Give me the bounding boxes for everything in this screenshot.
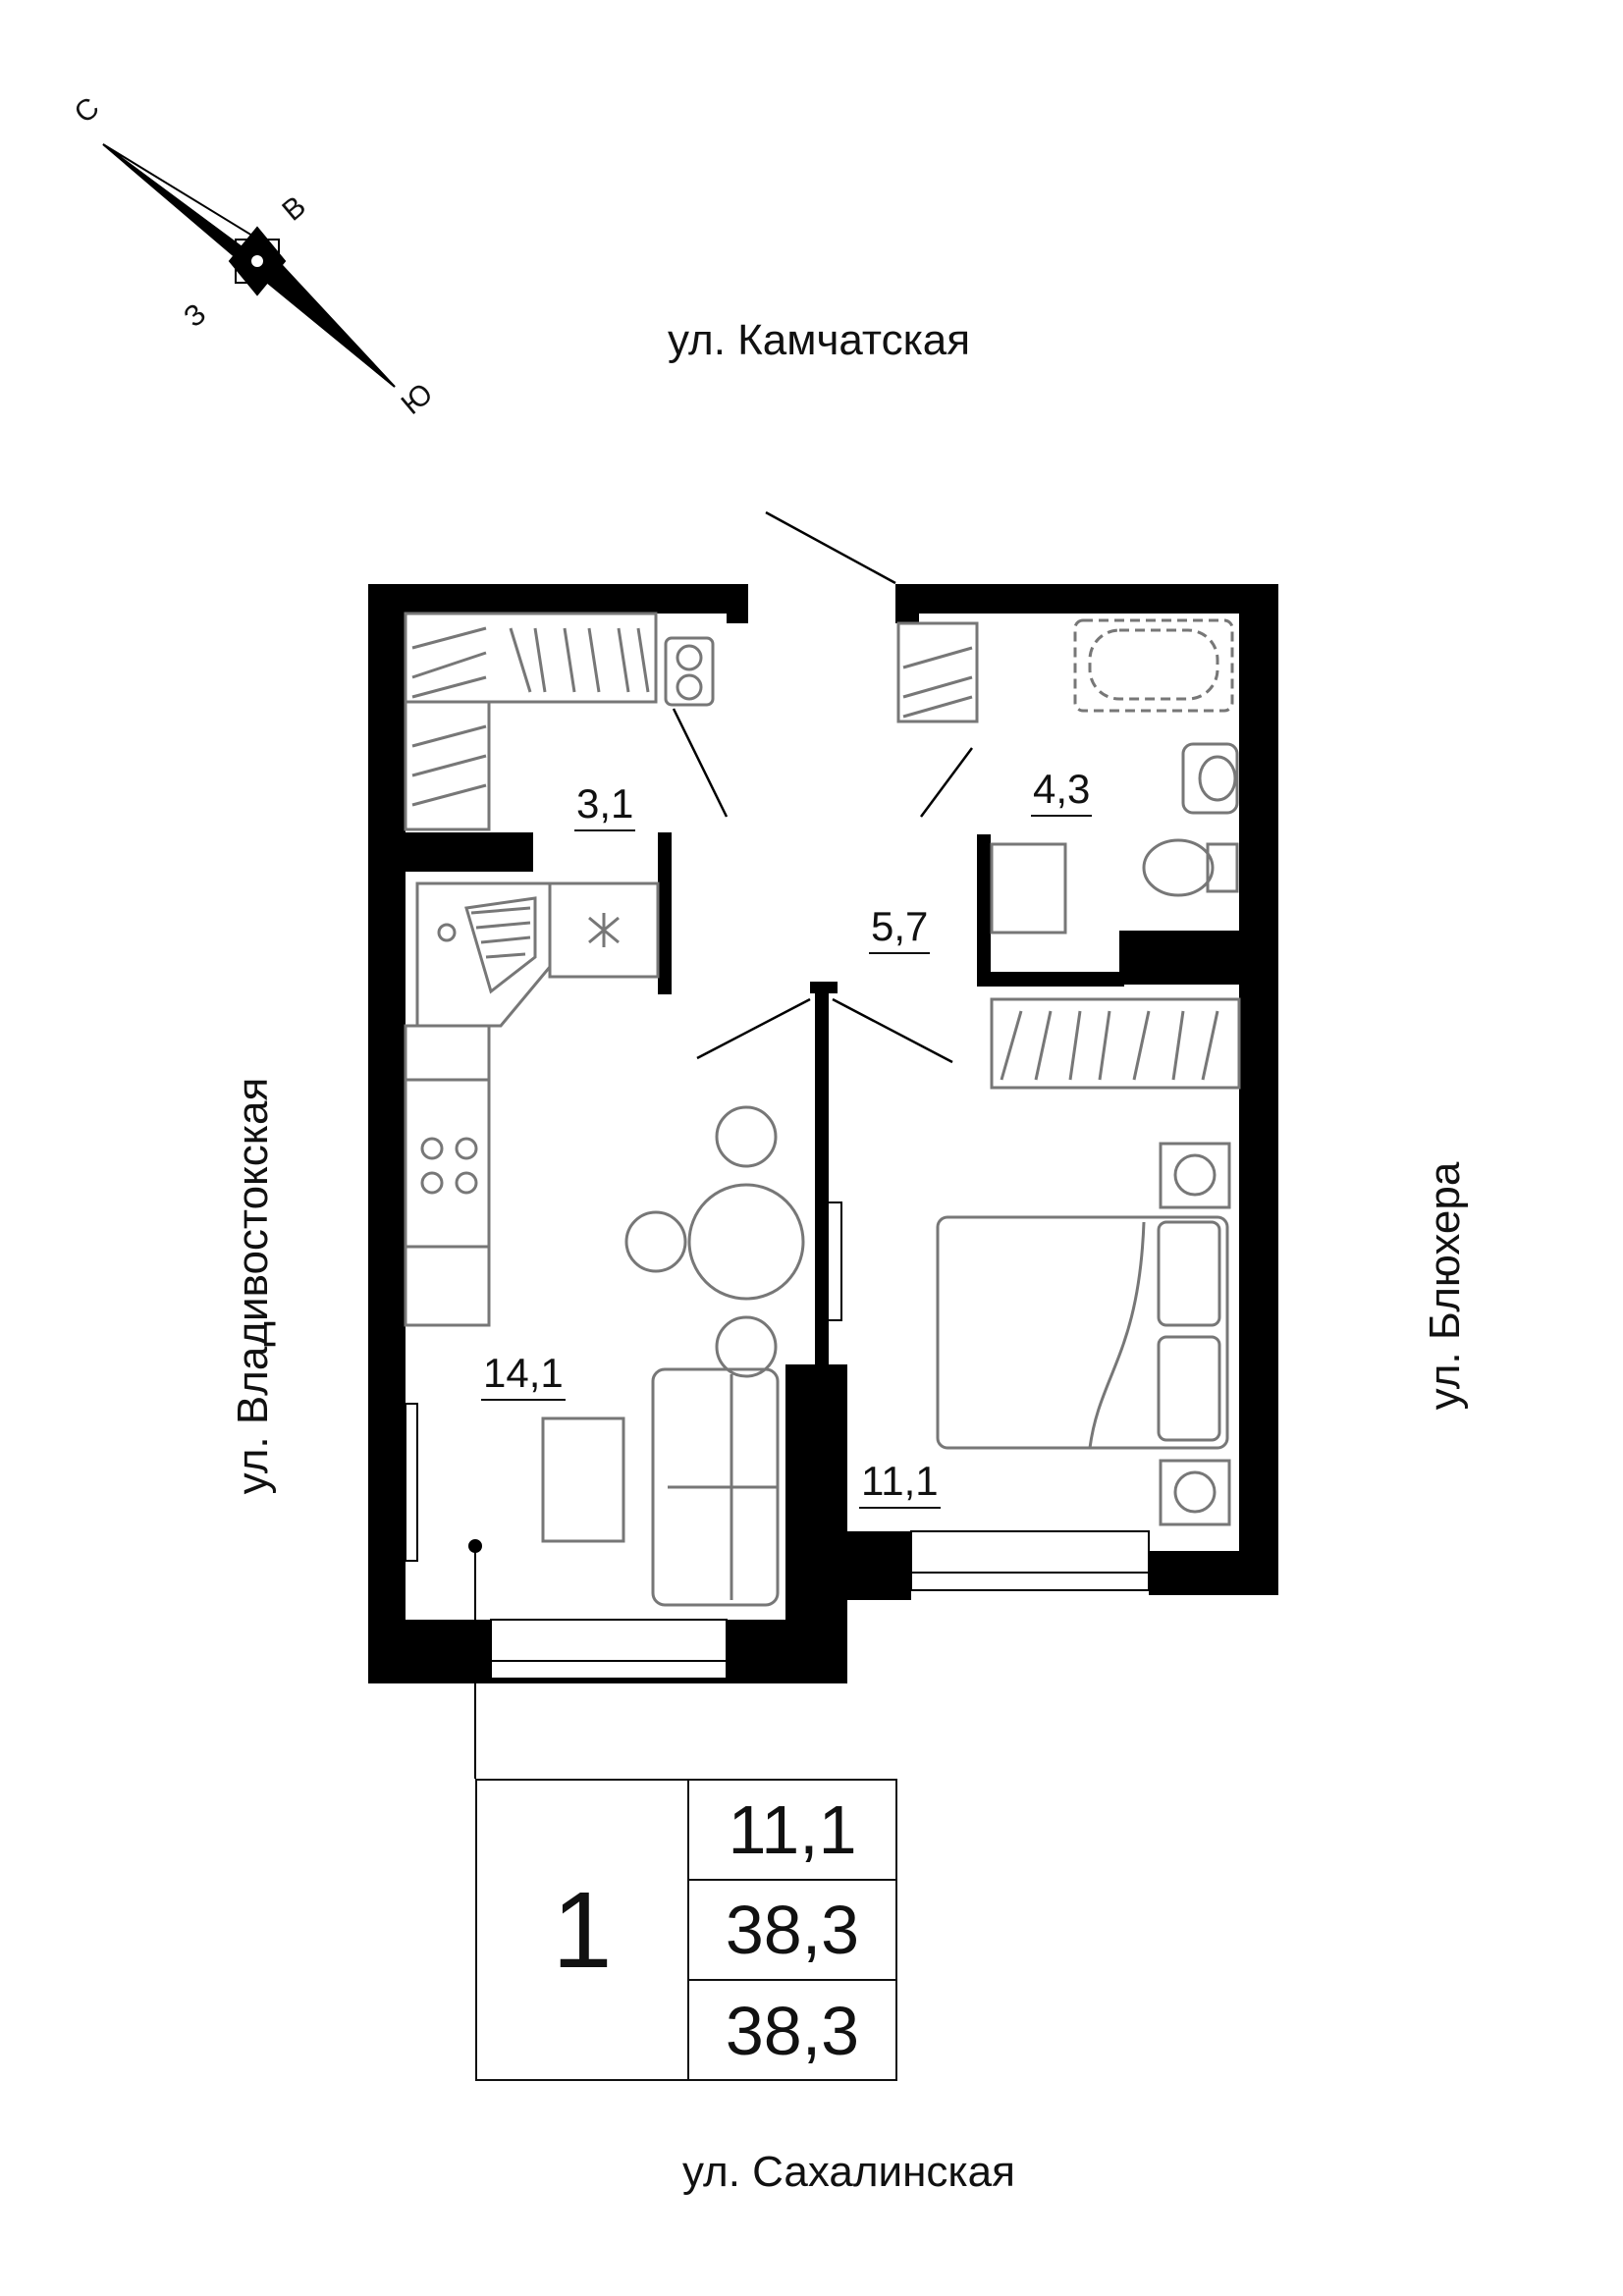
- room-area-kitchen-living: 14,1: [481, 1350, 566, 1401]
- room-area-bathroom-value: 4,3: [1031, 766, 1093, 817]
- room-area-bathroom: 4,3: [1031, 766, 1093, 817]
- room-area-storage: 3,1: [574, 780, 636, 831]
- furniture: [404, 612, 1241, 1607]
- living-area: 11,1: [687, 1781, 897, 1881]
- room-area-storage-value: 3,1: [574, 780, 636, 831]
- door-swings: [672, 510, 974, 1064]
- room-area-kitchen-living-value: 14,1: [481, 1350, 566, 1401]
- street-label-left: ул. Владивостокская: [229, 1077, 277, 1495]
- room-count: 1: [477, 1781, 689, 2079]
- room-area-hall-value: 5,7: [869, 903, 931, 954]
- windows: [490, 1530, 1150, 1680]
- room-area-hall: 5,7: [869, 903, 931, 954]
- street-label-top: ул. Камчатская: [668, 316, 971, 364]
- compass-icon: [102, 143, 396, 388]
- exterior-walls: [368, 584, 1278, 1683]
- summary-pointer: [468, 1539, 482, 1779]
- room-area-bedroom-value: 11,1: [859, 1458, 941, 1509]
- exterior-window-lines: [405, 1201, 842, 1562]
- wardrobe-storage: [404, 612, 658, 704]
- total-area: 38,3: [687, 1881, 897, 1981]
- street-label-right: ул. Блюхера: [1421, 1161, 1469, 1411]
- room-area-bedroom: 11,1: [859, 1458, 941, 1509]
- street-label-bottom: ул. Сахалинская: [682, 2148, 1015, 2196]
- wardrobe-storage-side: [404, 700, 491, 831]
- apartment-summary-table: 1 11,1 38,3 38,3: [475, 1779, 897, 2081]
- total-area-with-balcony: 38,3: [725, 1993, 860, 2069]
